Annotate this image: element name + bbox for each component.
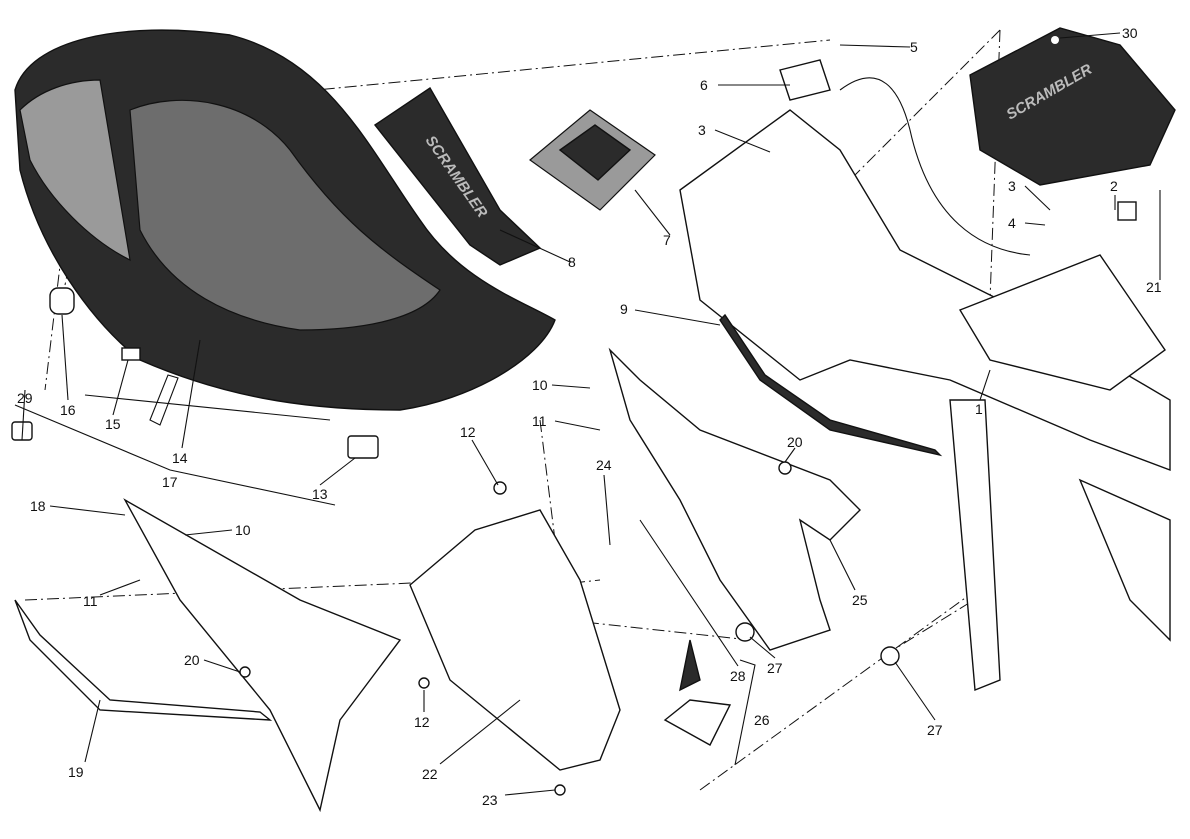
callout-12: 12	[460, 424, 476, 440]
callout-labels: 5 30 6 3 3 2 4 21 8 7 9 1 10 11 12 20 24…	[17, 25, 1162, 808]
callout-7: 7	[663, 232, 671, 248]
callout-11: 11	[532, 413, 547, 429]
callout-20: 20	[787, 434, 803, 450]
callout-3: 3	[1008, 178, 1016, 194]
callout-29: 29	[17, 390, 33, 406]
callout-27: 27	[927, 722, 943, 738]
callout-leaders	[14, 32, 1161, 796]
callout-11: 11	[83, 593, 98, 609]
callout-26: 26	[754, 712, 770, 728]
callout-1: 1	[975, 401, 983, 417]
callout-23: 23	[482, 792, 498, 808]
callout-27: 27	[767, 660, 783, 676]
small-parts	[11, 201, 1137, 796]
callout-18: 18	[30, 498, 46, 514]
callout-10: 10	[532, 377, 548, 393]
callout-28: 28	[730, 668, 746, 684]
callout-20: 20	[184, 652, 200, 668]
callout-10: 10	[235, 522, 251, 538]
callout-12: 12	[414, 714, 430, 730]
callout-24: 24	[596, 457, 612, 473]
callout-15: 15	[105, 416, 121, 432]
callout-16: 16	[60, 402, 76, 418]
callout-5: 5	[910, 39, 918, 55]
callout-22: 22	[422, 766, 438, 782]
callout-9: 9	[620, 301, 628, 317]
callout-25: 25	[852, 592, 868, 608]
side-panels	[14, 313, 943, 813]
callout-2: 2	[1110, 178, 1118, 194]
callout-14: 14	[172, 450, 188, 466]
callout-6: 6	[700, 77, 708, 93]
callout-4: 4	[1008, 215, 1016, 231]
callout-3: 3	[698, 122, 706, 138]
callout-13: 13	[312, 486, 328, 502]
seat	[14, 29, 556, 421]
rear-frame	[679, 59, 1171, 692]
tool-case: SCRAMBLER	[969, 27, 1176, 186]
callout-19: 19	[68, 764, 84, 780]
callout-17: 17	[162, 474, 178, 490]
callout-21: 21	[1146, 279, 1162, 295]
callout-8: 8	[568, 254, 576, 270]
callout-30: 30	[1122, 25, 1138, 41]
owner-manual	[529, 109, 656, 211]
